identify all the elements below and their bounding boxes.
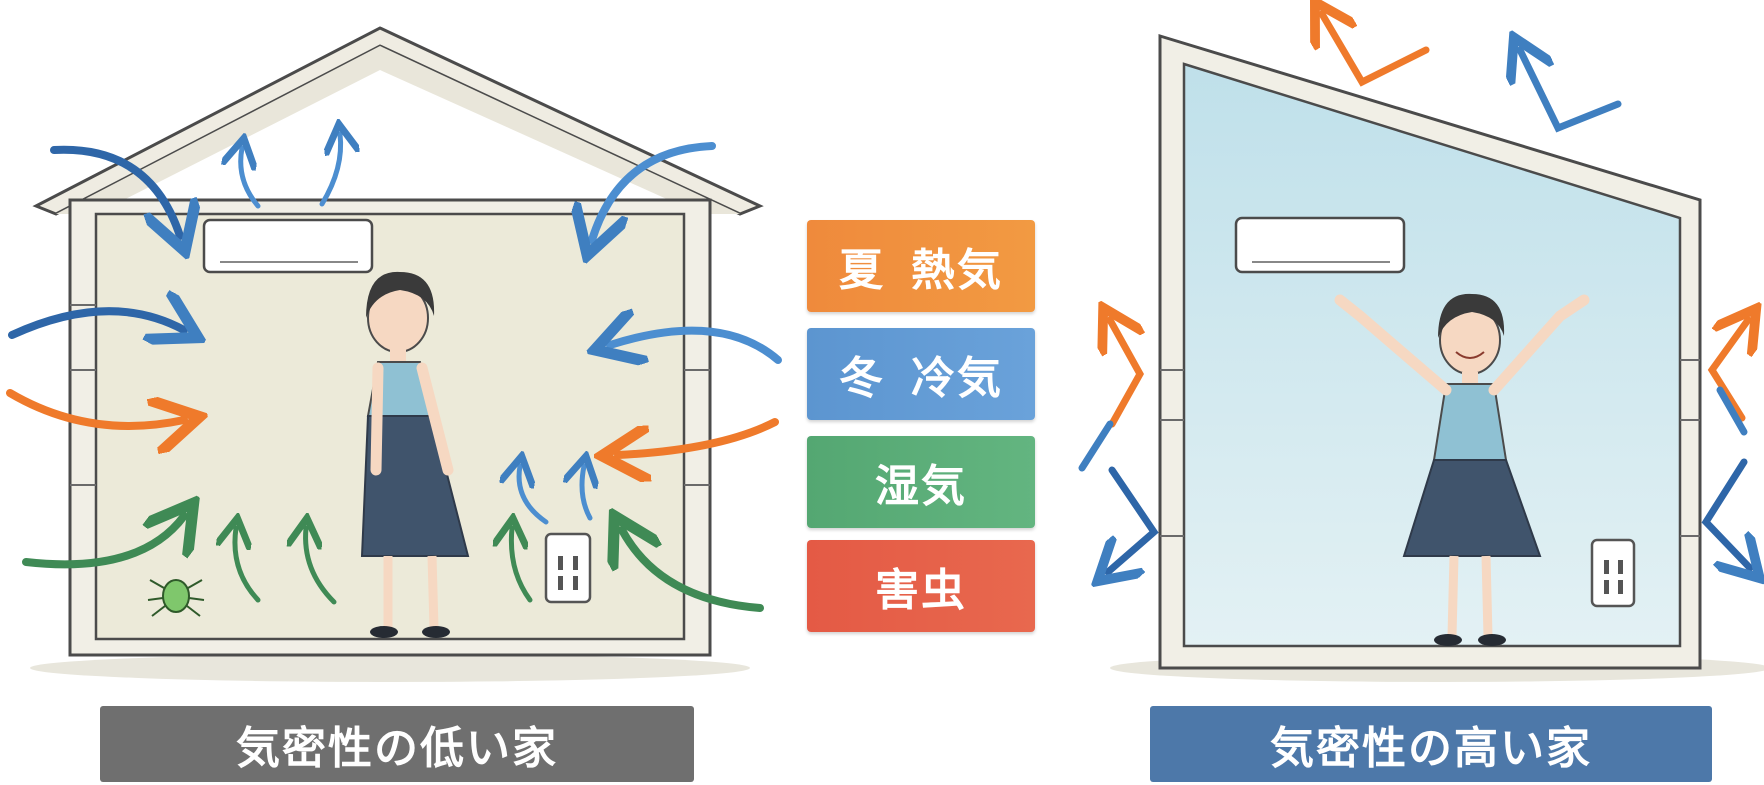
air-conditioner-icon xyxy=(1234,216,1406,274)
low-airtight-house xyxy=(6,26,782,682)
humidity-arrow xyxy=(235,528,261,603)
air-conditioner-icon xyxy=(202,218,374,274)
humidity-arrow xyxy=(22,516,184,569)
legend-winter-detail: 冷気 xyxy=(911,353,1003,404)
cold-air-arrow xyxy=(50,145,180,236)
legend-humidity: 湿気 xyxy=(807,436,1035,528)
bug-icon xyxy=(147,579,205,617)
reflected-heat-arrow xyxy=(1707,320,1748,422)
power-outlet-icon xyxy=(544,532,592,604)
reflected-cold-arrow xyxy=(1108,466,1159,572)
reflected-heat-arrow xyxy=(1110,320,1140,428)
hot-air-arrow xyxy=(6,389,184,426)
reflected-cold-arrow xyxy=(1520,50,1622,133)
reflected-cold-arrow xyxy=(1701,458,1750,568)
person-icon xyxy=(360,271,470,638)
low-airtight-caption: 気密性の低い家 xyxy=(100,706,694,782)
legend-pests: 害虫 xyxy=(807,540,1035,632)
legend-summer-heat: 夏熱気 xyxy=(807,220,1035,312)
cold-air-arrow xyxy=(610,331,782,360)
legend-humidity-label: 湿気 xyxy=(875,461,967,512)
humidity-arrow xyxy=(622,530,764,612)
cold-air-arrow xyxy=(8,311,184,335)
humidity-arrow xyxy=(511,528,533,603)
legend-summer-detail: 熱気 xyxy=(911,245,1003,296)
legend-winter-cold: 冬冷気 xyxy=(807,328,1035,420)
high-airtight-caption: 気密性の高い家 xyxy=(1150,706,1712,782)
hot-air-arrow xyxy=(618,418,779,455)
cold-air-arrow xyxy=(592,142,716,240)
reflected-cold-arrow xyxy=(1078,420,1114,472)
person-icon xyxy=(1334,293,1590,646)
legend-winter-label: 冬 xyxy=(839,353,885,404)
air-leak-arrow xyxy=(519,466,549,525)
legend-pests-label: 害虫 xyxy=(875,565,967,616)
high-airtight-house xyxy=(1078,14,1764,682)
legend-summer-label: 夏 xyxy=(839,245,885,296)
air-leak-arrow xyxy=(241,148,261,209)
air-leak-arrow xyxy=(582,466,590,521)
humidity-arrow xyxy=(306,528,337,605)
reflected-heat-arrow xyxy=(1322,14,1430,87)
reflected-cold-arrow xyxy=(1716,386,1748,436)
power-outlet-icon xyxy=(1590,538,1636,608)
air-leak-arrow xyxy=(319,134,341,207)
